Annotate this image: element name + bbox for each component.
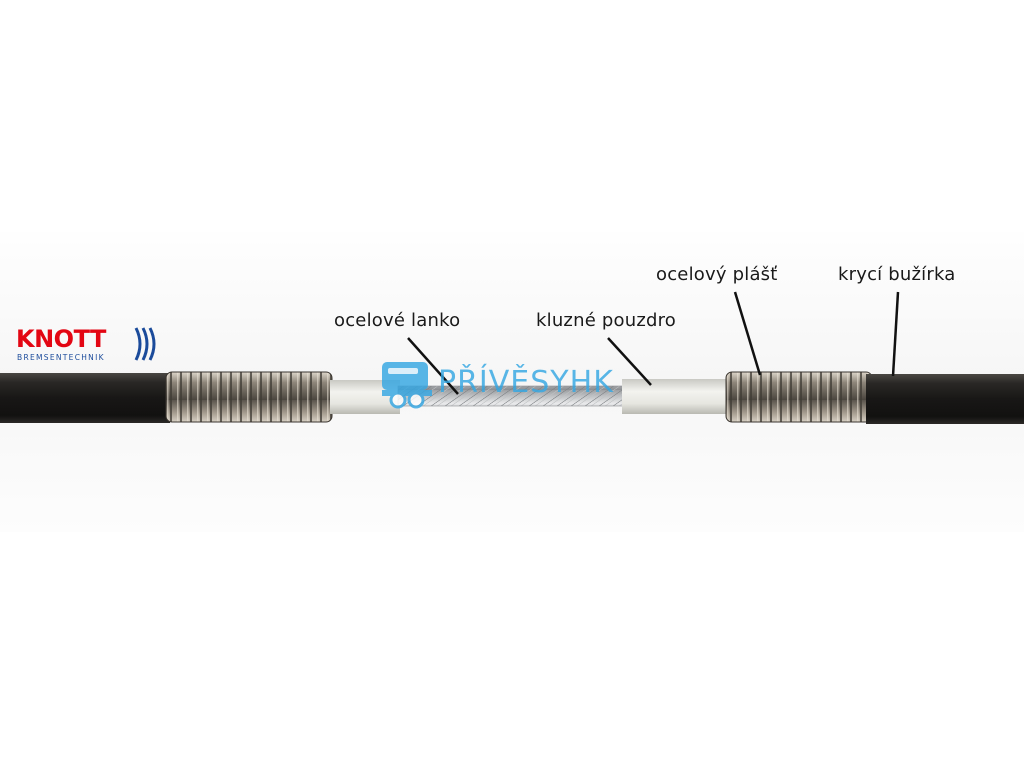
label-steel-sheath: ocelový plášť (656, 264, 778, 285)
logo-arcs-icon (134, 327, 156, 361)
right-cover-tube (866, 374, 1024, 424)
trailer-icon (382, 362, 432, 409)
right-steel-sheath (725, 371, 873, 423)
left-steel-sheath (165, 371, 333, 423)
logo-tagline: BREMSENTECHNIK (17, 353, 105, 362)
knott-logo: KNOTT BREMSENTECHNIK (16, 326, 164, 370)
leader-line-steel-cable (407, 337, 459, 395)
label-cover-tube: krycí bužírka (838, 264, 956, 285)
label-sliding-sleeve: kluzné pouzdro (536, 310, 677, 331)
watermark-text: PŘÍVĚSYHK (438, 365, 614, 400)
left-cover-tube (0, 373, 170, 423)
privesyhk-watermark: PŘÍVĚSYHK (380, 360, 650, 410)
leader-line-steel-sheath (733, 291, 762, 376)
label-steel-cable: ocelové lanko (334, 310, 461, 331)
leader-line-sliding-sleeve (607, 337, 652, 386)
right-sliding-sleeve (622, 379, 730, 414)
logo-wordmark: KNOTT (16, 325, 106, 353)
leader-line-cover-tube (891, 291, 900, 377)
